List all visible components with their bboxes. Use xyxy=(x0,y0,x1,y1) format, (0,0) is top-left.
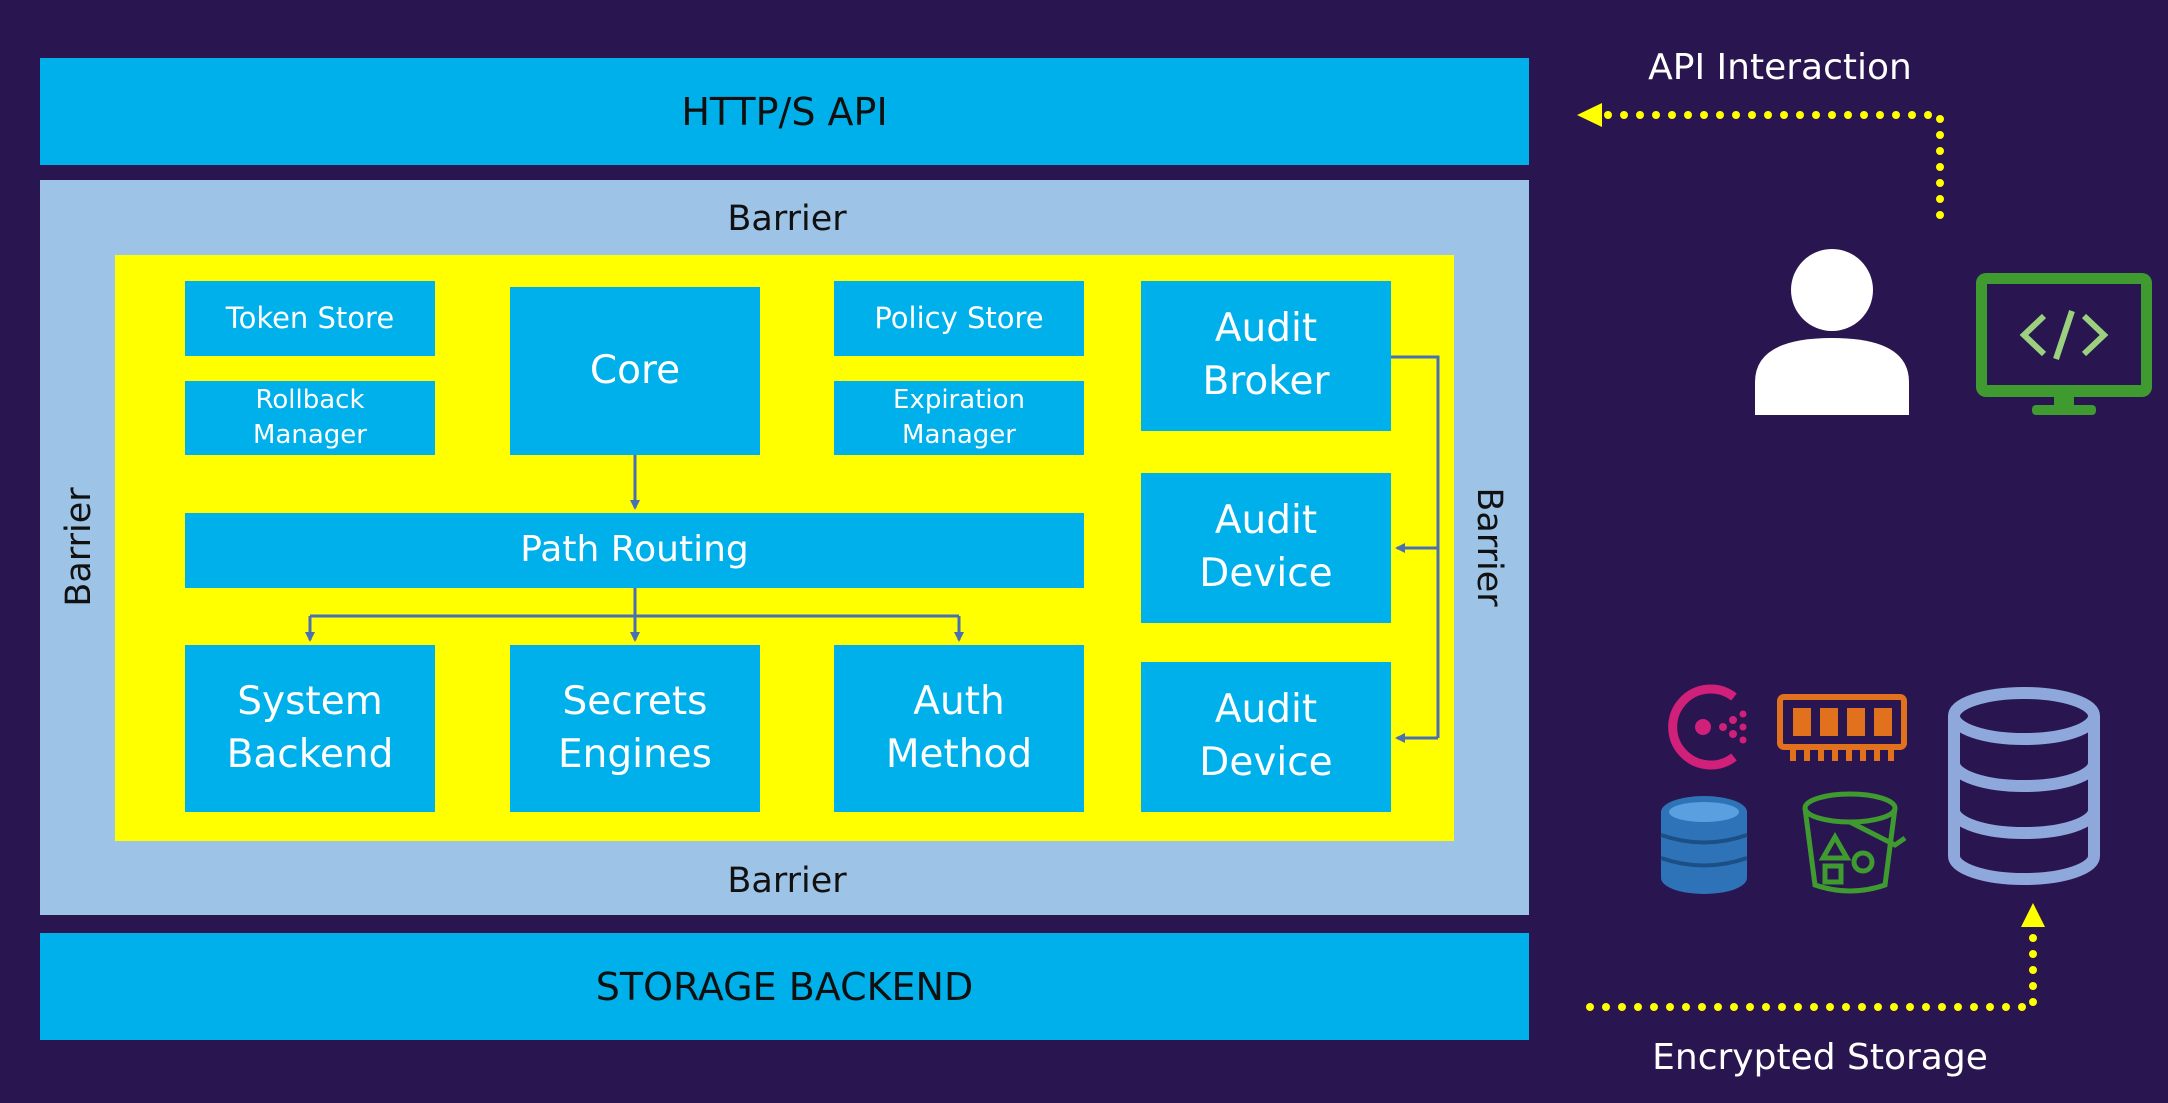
barrier-label-top: Barrier xyxy=(727,199,847,239)
core-box: Core xyxy=(510,287,760,455)
http-api-label: HTTP/S API xyxy=(681,89,888,134)
policy-store-box: Policy Store xyxy=(834,281,1084,356)
memory-icon xyxy=(1777,694,1907,761)
storage-backend-bar: STORAGE BACKEND xyxy=(40,933,1529,1040)
rollback-manager-box: Rollback Manager xyxy=(185,381,435,455)
user-icon xyxy=(1755,249,1909,415)
auth-method-box: Auth Method xyxy=(834,645,1084,812)
api-interaction-arrow xyxy=(1577,103,1944,219)
database-icon xyxy=(1948,687,2100,885)
storage-backend-label: STORAGE BACKEND xyxy=(595,964,974,1009)
audit-broker-box: Audit Broker xyxy=(1141,281,1391,431)
audit-device-box-2: Audit Device xyxy=(1141,662,1391,812)
http-api-bar: HTTP/S API xyxy=(40,58,1529,165)
path-routing-to-backends-connector xyxy=(305,588,964,642)
dynamodb-icon xyxy=(1660,796,1748,894)
code-monitor-icon xyxy=(1976,273,2152,415)
token-store-box: Token Store xyxy=(185,281,435,356)
system-backend-box: System Backend xyxy=(185,645,435,812)
expiration-manager-box: Expiration Manager xyxy=(834,381,1084,455)
encrypted-storage-label: Encrypted Storage xyxy=(1652,1037,1988,1078)
consul-icon xyxy=(1668,684,1747,770)
secrets-engines-box: Secrets Engines xyxy=(510,645,760,812)
audit-device-box-1: Audit Device xyxy=(1141,473,1391,623)
s3-bucket-icon xyxy=(1802,791,1907,894)
barrier-label-bottom: Barrier xyxy=(727,861,847,901)
encrypted-storage-arrow xyxy=(1586,903,2045,1011)
path-routing-box: Path Routing xyxy=(185,513,1084,588)
audit-broker-to-devices-connector xyxy=(1391,355,1440,743)
api-interaction-label: API Interaction xyxy=(1648,47,1912,88)
